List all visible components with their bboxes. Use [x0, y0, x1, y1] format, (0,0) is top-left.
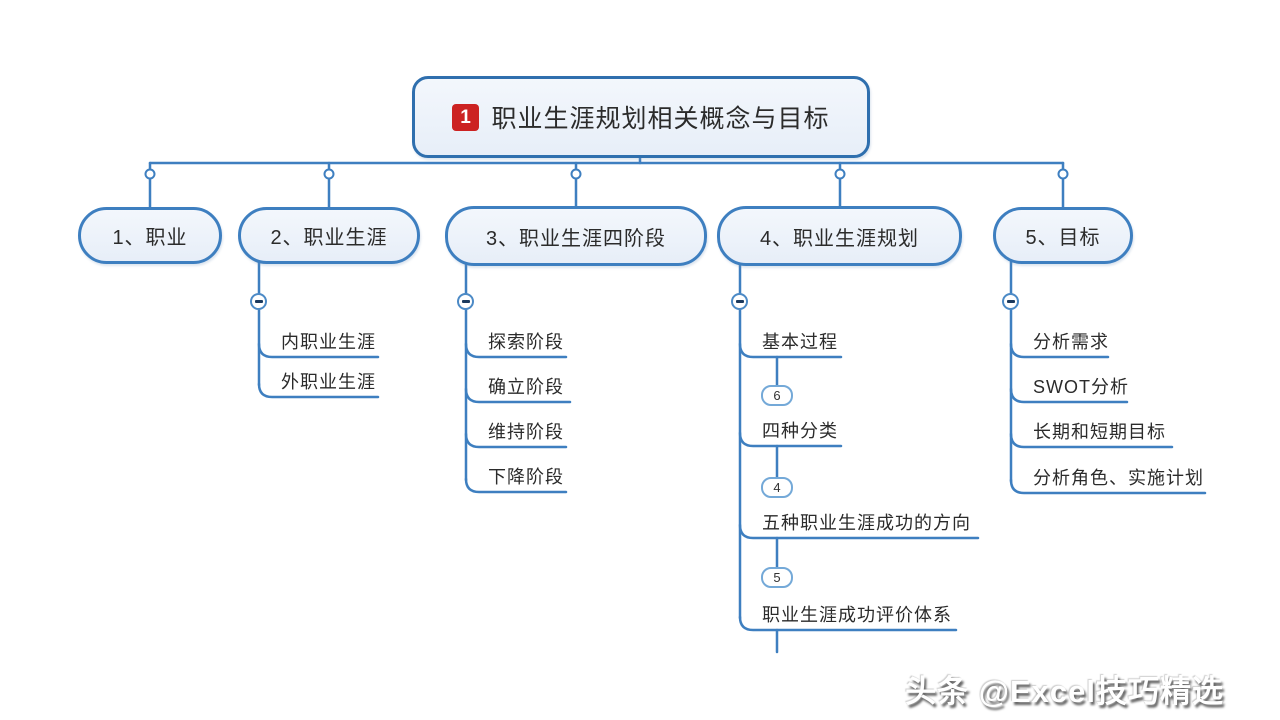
topic-node-5[interactable]: 5、目标 [993, 207, 1133, 264]
leaf-topic[interactable]: 五种职业生涯成功的方向 [762, 513, 971, 533]
root-topic-label: 职业生涯规划相关概念与目标 [491, 105, 830, 133]
leaf-topic[interactable]: 分析需求 [1033, 332, 1109, 352]
leaf-topic[interactable]: 确立阶段 [488, 377, 564, 397]
leaf-topic[interactable]: 四种分类 [762, 421, 838, 441]
collapse-button-topic-3[interactable] [457, 293, 474, 310]
collapsed-count-badge[interactable]: 5 [761, 567, 793, 588]
topic-node-1[interactable]: 1、职业 [78, 207, 222, 264]
minus-icon [254, 300, 263, 303]
leaf-topic[interactable]: 探索阶段 [488, 332, 564, 352]
leaf-topic[interactable]: 维持阶段 [488, 422, 564, 442]
leaf-topic[interactable]: 内职业生涯 [281, 332, 376, 352]
collapsed-count-badge[interactable]: 6 [761, 385, 793, 406]
collapsed-count-badge[interactable]: 4 [761, 477, 793, 498]
root-topic[interactable]: 1 职业生涯规划相关概念与目标 [412, 76, 870, 158]
collapse-button-topic-5[interactable] [1002, 293, 1019, 310]
collapse-button-topic-4[interactable] [731, 293, 748, 310]
leaf-topic[interactable]: 下降阶段 [488, 467, 564, 487]
minus-icon [461, 300, 470, 303]
topic-node-3[interactable]: 3、职业生涯四阶段 [445, 206, 707, 266]
leaf-topic[interactable]: 职业生涯成功评价体系 [762, 605, 952, 625]
leaf-topic[interactable]: 基本过程 [762, 332, 838, 352]
collapse-button-topic-2[interactable] [250, 293, 267, 310]
minus-icon [1006, 300, 1015, 303]
watermark: 头条 @Excel技巧精选 [905, 674, 1224, 709]
leaf-topic[interactable]: 长期和短期目标 [1033, 422, 1166, 442]
topic-node-4[interactable]: 4、职业生涯规划 [717, 206, 962, 266]
leaf-topic[interactable]: 外职业生涯 [281, 372, 376, 392]
leaf-topic[interactable]: 分析角色、实施计划 [1033, 468, 1204, 488]
priority-1-icon: 1 [452, 103, 480, 131]
leaf-topic[interactable]: SWOT分析 [1033, 377, 1129, 397]
topic-node-2[interactable]: 2、职业生涯 [238, 207, 420, 264]
minus-icon [735, 300, 744, 303]
